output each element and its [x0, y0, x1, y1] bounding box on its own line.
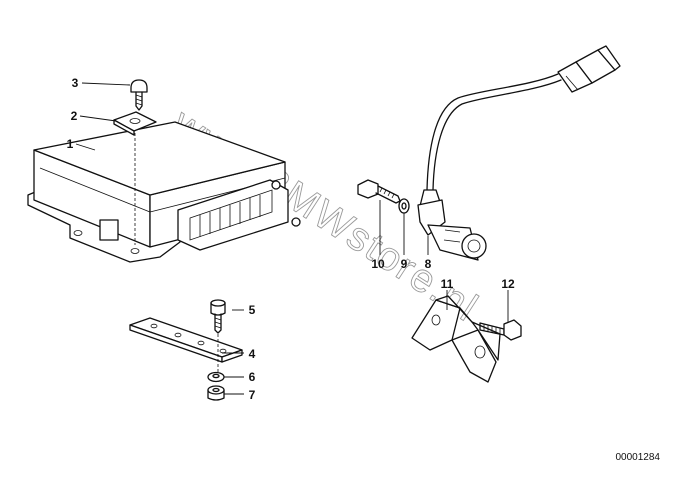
callout-2: 2	[71, 109, 78, 123]
sensor-bolt-drawing	[357, 179, 401, 204]
pulse-sensor-drawing	[417, 45, 621, 261]
washer-drawing	[207, 371, 225, 383]
sensor-washer-drawing	[398, 198, 410, 214]
callout-10: 10	[371, 257, 385, 271]
callout-7: 7	[249, 388, 256, 402]
callout-4: 4	[249, 347, 256, 361]
sensor-holder-drawing	[411, 295, 501, 383]
screw-drawing	[130, 79, 148, 111]
nut-drawing	[207, 385, 225, 401]
callout-12: 12	[501, 277, 515, 291]
callout-9: 9	[401, 257, 408, 271]
callout-labels: 1 2 3 4 5 6 7 8 9 10 11 12	[67, 76, 515, 402]
control-unit-drawing	[27, 121, 301, 263]
bolt-drawing	[210, 299, 226, 334]
holder-bolt-drawing	[479, 319, 522, 341]
bracket-drawing	[129, 317, 243, 363]
callout-6: 6	[249, 370, 256, 384]
leader-lines	[75, 82, 509, 395]
document-number: 00001284	[616, 452, 661, 463]
callout-11: 11	[441, 277, 454, 291]
callout-8: 8	[425, 257, 432, 271]
callout-1: 1	[67, 137, 74, 151]
clip-nut-drawing	[113, 111, 157, 136]
callout-3: 3	[72, 76, 79, 90]
callout-5: 5	[249, 303, 256, 317]
